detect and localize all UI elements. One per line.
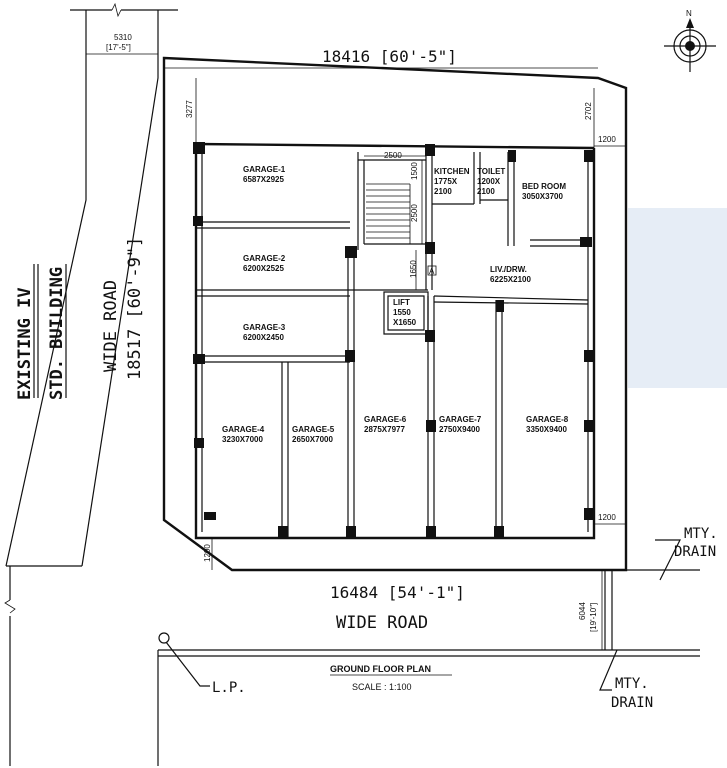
room-name-lift: LIFT <box>393 298 410 307</box>
room-name-garage-4: GARAGE-4 <box>222 425 265 434</box>
svg-text:A: A <box>429 267 435 276</box>
top-right-margin: 1200 <box>598 135 616 144</box>
room-size-kitchen-b: 2100 <box>434 187 452 196</box>
lamp-post-icon <box>158 632 210 687</box>
room-name-garage-2: GARAGE-2 <box>243 254 286 263</box>
bottom-front-margin: 1200 <box>203 544 212 562</box>
svg-text:SCALE : 1:100: SCALE : 1:100 <box>352 682 412 692</box>
right-top-setback: 2702 <box>584 102 593 120</box>
room-size-garage-4: 3230X7000 <box>222 435 263 444</box>
room-size-garage-6: 2875X7977 <box>364 425 405 434</box>
stair-flight-1: 1500 <box>410 162 419 180</box>
landing-dimension: 1650 <box>409 260 418 278</box>
room-size-garage-2: 6200X2525 <box>243 264 284 273</box>
svg-text:EXISTING IV: EXISTING IV <box>15 287 35 400</box>
bottom-right-margin: 1200 <box>598 513 616 522</box>
room-name-garage-3: GARAGE-3 <box>243 323 286 332</box>
mty-drain-bottom-line1: MTY. <box>615 676 649 692</box>
bottom-width-dimension: 16484 [54'-1"] <box>330 583 465 602</box>
staircase <box>366 183 411 244</box>
lamp-post-label: L.P. <box>212 680 246 696</box>
north-arrow-icon: N <box>664 9 716 72</box>
svg-text:N: N <box>686 9 692 18</box>
room-size-garage-3: 6200X2450 <box>243 333 284 342</box>
room-size-garage-1: 6587X2925 <box>243 175 284 184</box>
room-name-garage-8: GARAGE-8 <box>526 415 569 424</box>
room-size-living: 6225X2100 <box>490 275 531 284</box>
room-size-toilet-b: 2100 <box>477 187 495 196</box>
wide-road-bottom-label: WIDE ROAD <box>336 613 428 633</box>
mty-drain-bottom-line2: DRAIN <box>611 695 653 711</box>
room-size-bedroom: 3050X3700 <box>522 192 563 201</box>
room-name-toilet: TOILET <box>477 167 505 176</box>
stair-width-dimension: 2500 <box>384 151 402 160</box>
room-size-garage-8: 3350X9400 <box>526 425 567 434</box>
svg-text:GROUND FLOOR PLAN: GROUND FLOOR PLAN <box>330 664 431 674</box>
side-panel <box>628 208 727 388</box>
mty-drain-top-line1: MTY. <box>684 526 718 542</box>
dimension-lines <box>86 53 626 650</box>
plot-boundary <box>162 56 628 572</box>
room-size-garage-5: 2650X7000 <box>292 435 333 444</box>
room-size-garage-7: 2750X9400 <box>439 425 480 434</box>
drain-gap-mm: 6044 <box>578 602 587 620</box>
plan-title-block: GROUND FLOOR PLAN SCALE : 1:100 <box>330 664 452 692</box>
room-size-kitchen-a: 1775X <box>434 177 458 186</box>
room-name-garage-7: GARAGE-7 <box>439 415 482 424</box>
adjacent-road-mm: 5310 <box>114 33 132 42</box>
road-lines <box>4 2 700 766</box>
stair-marker: A <box>427 265 437 276</box>
room-name-living: LIV./DRW. <box>490 265 527 274</box>
room-size-lift-a: 1550 <box>393 308 411 317</box>
building-walls <box>194 142 596 540</box>
road-side-dimension: 18517 [60'-9"] <box>125 237 145 380</box>
adjacent-road-ft: [17'-5"] <box>106 43 131 52</box>
mty-drain-top-line2: DRAIN <box>674 544 716 560</box>
stair-flight-2: 2500 <box>410 204 419 222</box>
room-name-garage-5: GARAGE-5 <box>292 425 335 434</box>
room-size-lift-b: X1650 <box>393 318 417 327</box>
existing-building-label: EXISTING IV STD. BUILDING <box>15 264 67 400</box>
room-name-garage-1: GARAGE-1 <box>243 165 286 174</box>
svg-text:STD. BUILDING: STD. BUILDING <box>47 267 67 400</box>
top-width-dimension: 18416 [60'-5"] <box>322 47 457 66</box>
room-size-toilet-a: 1200X <box>477 177 501 186</box>
drain-gap-ft: [19'-10"] <box>589 603 598 632</box>
wide-road-left-label: WIDE ROAD <box>101 280 121 372</box>
columns <box>193 142 594 538</box>
room-name-garage-6: GARAGE-6 <box>364 415 407 424</box>
room-name-bedroom: BED ROOM <box>522 182 566 191</box>
room-name-kitchen: KITCHEN <box>434 167 470 176</box>
left-top-setback: 3277 <box>185 100 194 118</box>
